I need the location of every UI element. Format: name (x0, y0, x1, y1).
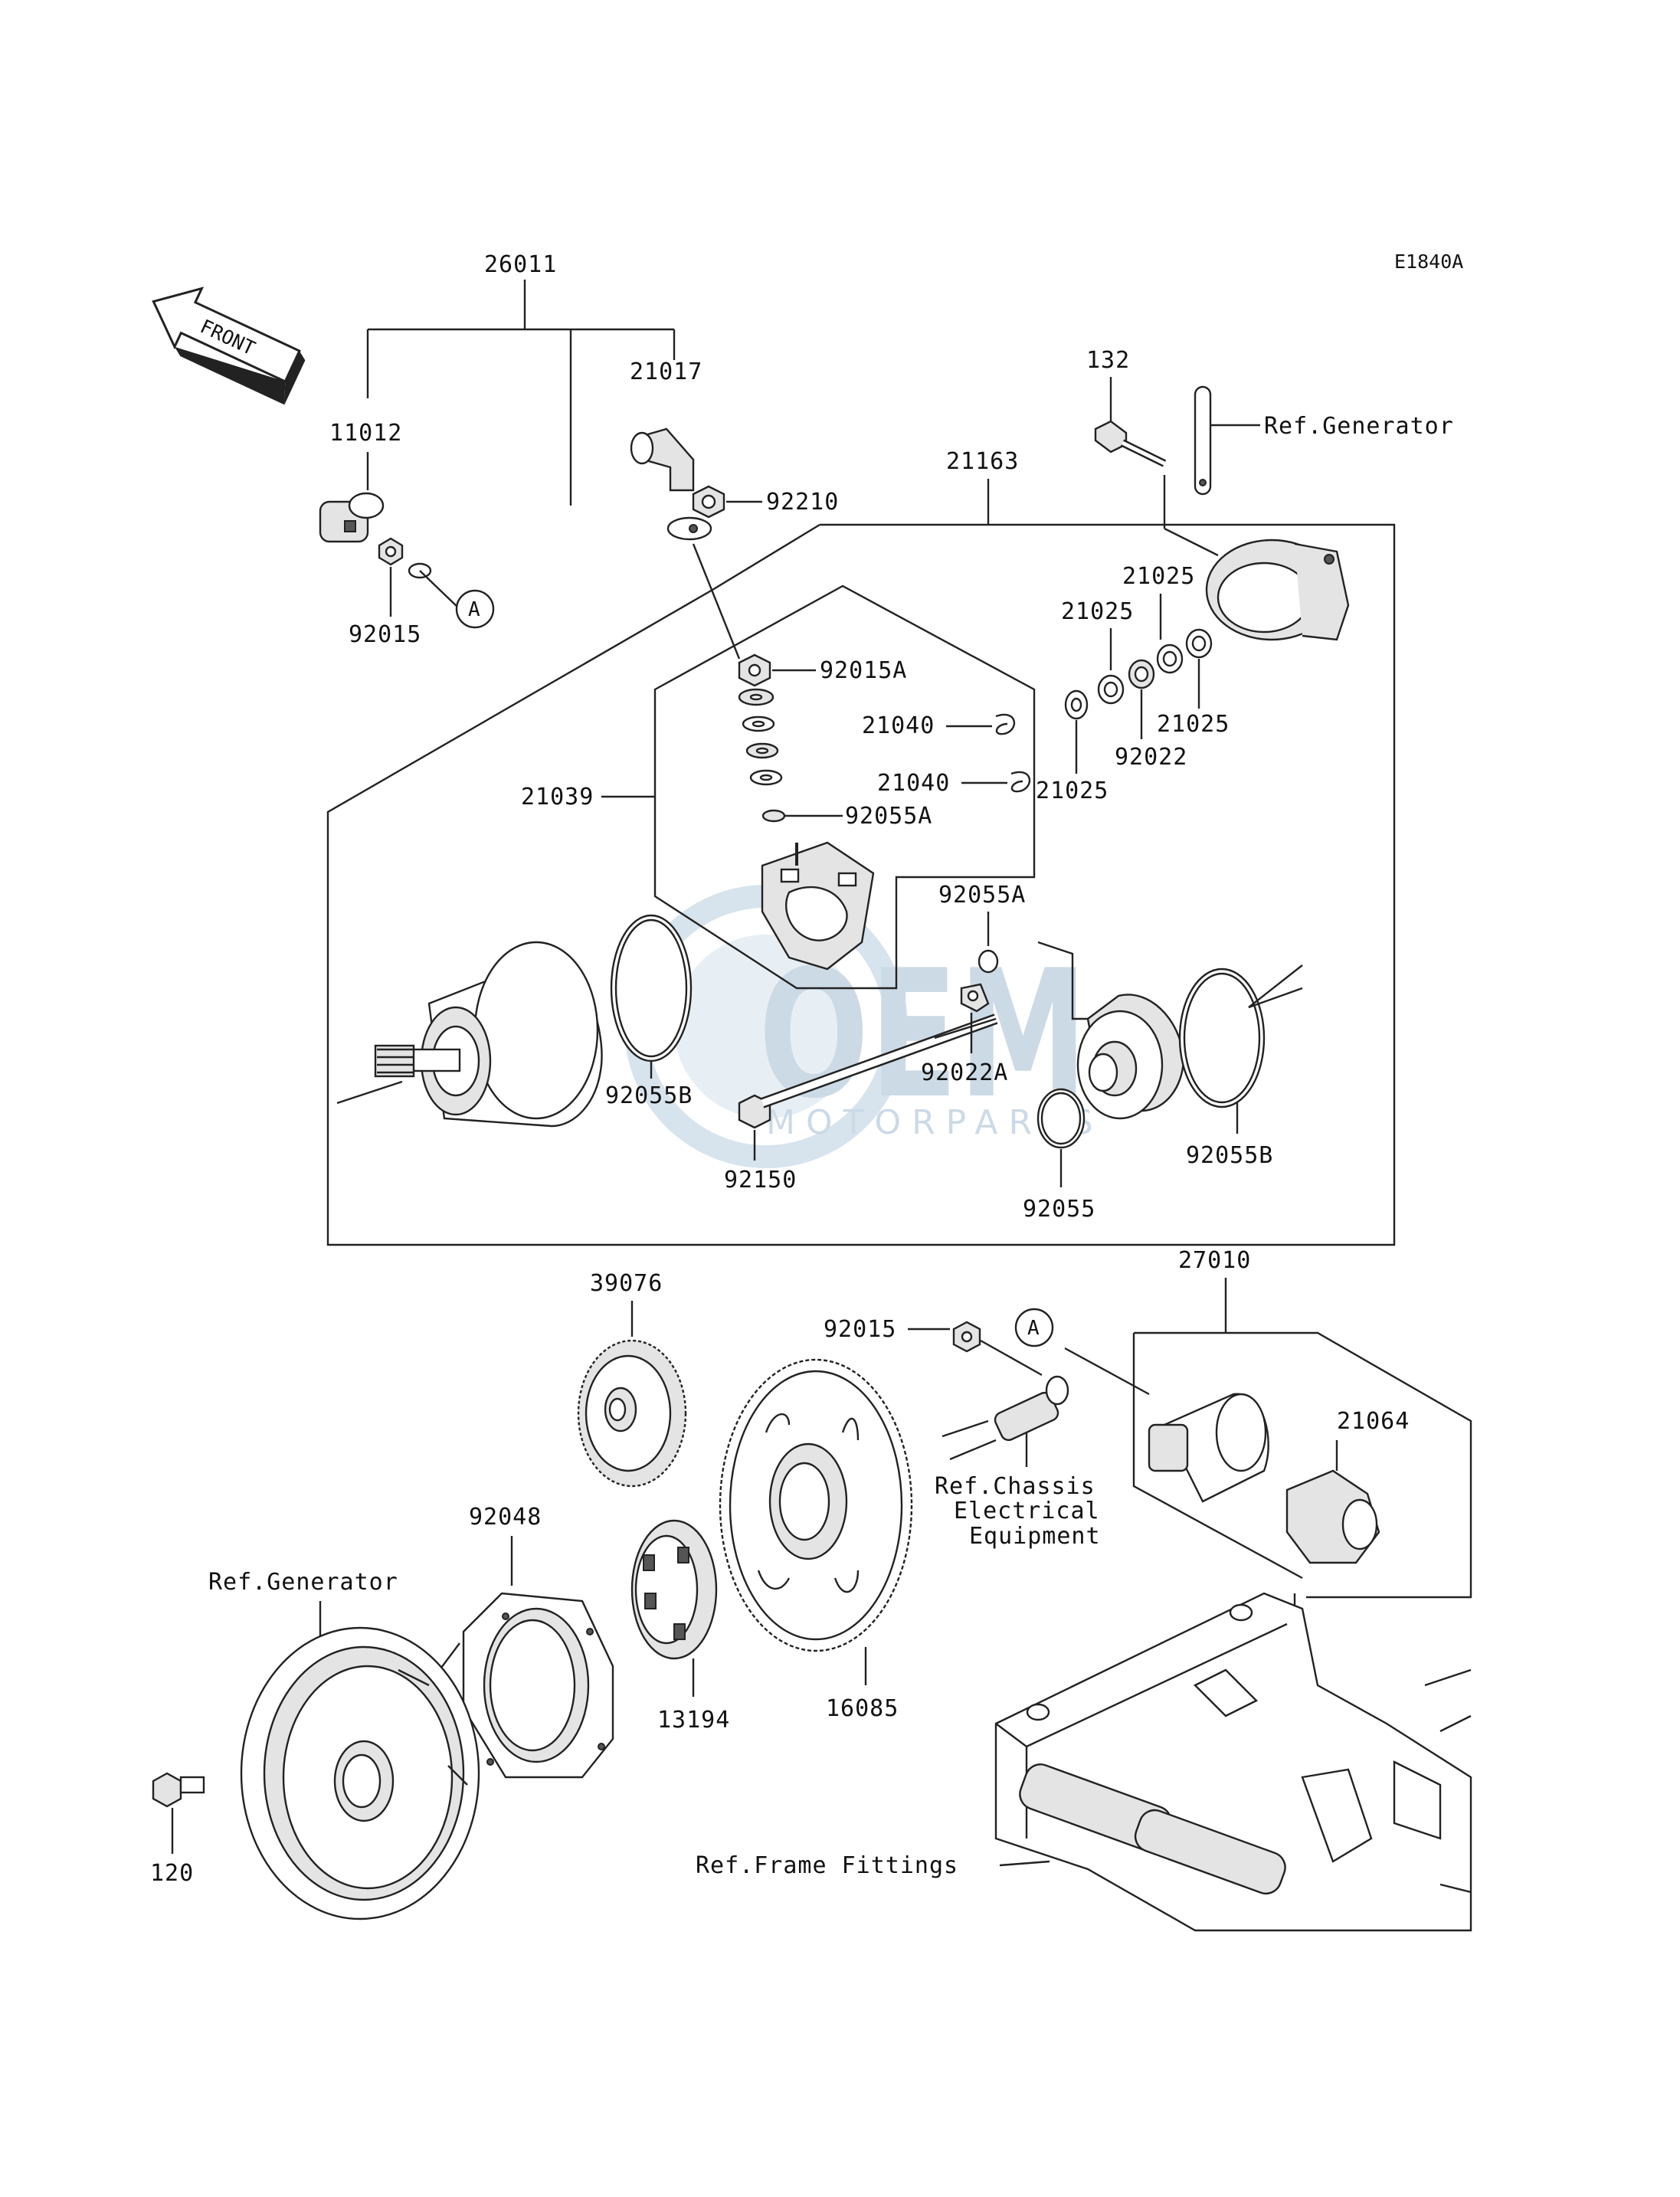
part-92055B-a-label: 92055B (605, 1082, 693, 1109)
brush-holder-subassembly: 21039 92015A 92055A 21040 21040 (521, 584, 1036, 990)
part-92150-label: 92150 (724, 1167, 797, 1193)
part-21040-a-label: 21040 (862, 712, 935, 739)
part-27010-label: 27010 (1178, 1247, 1251, 1274)
front-direction-arrow-icon: FRONT (152, 286, 306, 405)
part-92022-label: 92022 (1115, 744, 1187, 771)
o-ring-92055A-small (978, 949, 999, 974)
connection-marker-a-top (455, 589, 495, 629)
relay-cover-21064 (1285, 1469, 1380, 1564)
part-21025-d-label: 21025 (1036, 778, 1109, 804)
starter-front-cover (1037, 941, 1185, 1120)
o-ring-92055B-left (610, 914, 693, 1062)
part-92055A-a-label: 92055A (845, 803, 932, 830)
part-92055A-b-label: 92055A (938, 882, 1026, 909)
starter-clutch-gear-16085 (719, 1358, 913, 1652)
part-39076-label: 39076 (590, 1270, 663, 1297)
one-way-clutch-13194 (630, 1519, 718, 1660)
ref-frame-fittings: Ref.Frame Fittings (696, 1852, 958, 1879)
diagram-code: E1840A (1394, 250, 1463, 273)
ref-chassis-line2: Electrical (954, 1498, 1100, 1524)
through-bolt-92150 (738, 1013, 998, 1129)
chassis-connector (942, 1375, 1069, 1461)
o-ring-92055 (1036, 1088, 1086, 1149)
connection-marker-a-top-label: A (468, 598, 480, 621)
idle-gear-39076 (577, 1339, 687, 1488)
ref-chassis-line1: Ref.Chassis (935, 1473, 1095, 1500)
part-11012-label: 11012 (329, 420, 402, 447)
nut-92210 (692, 485, 725, 519)
generator-rotor (240, 1626, 480, 1920)
ref-chassis-line3: Equipment (969, 1523, 1101, 1550)
part-92055-label: 92055 (1023, 1196, 1095, 1223)
terminal-cap-11012 (319, 492, 385, 543)
part-92055B-b-label: 92055B (1186, 1142, 1273, 1169)
plate-92048 (462, 1592, 614, 1779)
o-ring-92055B-right (1178, 968, 1266, 1108)
part-92015A-label: 92015A (820, 657, 907, 684)
part-92015-bottom-label: 92015 (824, 1316, 896, 1343)
ref-generator-top: Ref.Generator (1264, 413, 1454, 440)
part-21039-label: 21039 (521, 784, 594, 810)
part-92210-label: 92210 (766, 489, 839, 516)
connection-marker-a-bottom-label: A (1027, 1317, 1040, 1340)
part-26011-label: 26011 (484, 251, 557, 278)
part-92015-top-label: 92015 (349, 621, 421, 648)
ref-generator-bottom: Ref.Generator (208, 1569, 398, 1596)
frame-fittings (994, 1592, 1472, 1932)
connection-marker-a-bottom (1014, 1308, 1054, 1347)
part-21064-label: 21064 (1337, 1408, 1410, 1435)
bolt-132-group: 132 Ref.Generator (1086, 347, 1454, 529)
part-120-label: 120 (150, 1860, 194, 1887)
part-132-label: 132 (1086, 347, 1130, 374)
part-92048-label: 92048 (469, 1504, 542, 1531)
washer-stack (1064, 628, 1213, 720)
washer-92022A (960, 983, 990, 1013)
part-16085-label: 16085 (826, 1695, 899, 1722)
part-21163-label: 21163 (946, 448, 1019, 475)
rear-cover (1164, 527, 1350, 641)
nut-92015-bottom (952, 1321, 981, 1353)
part-92022A-label: 92022A (921, 1059, 1008, 1086)
battery-cable-assembly: 26011 21017 11012 92015 A (319, 251, 839, 660)
brush-plate (761, 841, 875, 971)
part-13194-label: 13194 (657, 1707, 730, 1734)
watermark-brand: OEM (758, 933, 1088, 1138)
starter-motor-yoke (336, 941, 603, 1128)
part-21017-label: 21017 (630, 359, 702, 385)
part-21040-b-label: 21040 (877, 770, 950, 797)
terminal-boot-21017 (630, 427, 695, 492)
part-21025-b-label: 21025 (1061, 598, 1134, 625)
part-21025-a-label: 21025 (1122, 563, 1195, 590)
bolt-120 (152, 1772, 205, 1808)
nut-92015-top (378, 537, 404, 566)
starter-motor-assembly-box: 21163 (326, 448, 1396, 1246)
watermark: OEM MOTORPARTS (624, 885, 1093, 1168)
part-21025-c-label: 21025 (1157, 711, 1230, 738)
starter-relay (1148, 1393, 1269, 1503)
